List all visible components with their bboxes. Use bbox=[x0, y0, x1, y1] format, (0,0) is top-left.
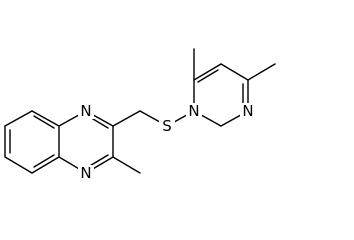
atom-n3-pyrimidine: N bbox=[242, 102, 253, 120]
atom-sulfur: S bbox=[162, 117, 172, 135]
chemical-structure-diagram: N N S N N bbox=[4, 48, 276, 182]
bonds bbox=[4, 48, 276, 174]
bond bbox=[220, 63, 249, 81]
bond bbox=[33, 154, 55, 168]
bond bbox=[33, 115, 55, 129]
bond bbox=[247, 63, 276, 81]
bond bbox=[31, 156, 60, 174]
bond bbox=[193, 63, 222, 81]
bond bbox=[112, 156, 141, 174]
atom-n1-quinoxaline: N bbox=[80, 102, 91, 120]
bond bbox=[197, 69, 219, 83]
atom-n1-pyrimidine: N bbox=[188, 102, 199, 120]
bond bbox=[31, 110, 60, 127]
bond bbox=[4, 110, 33, 127]
bond bbox=[4, 156, 33, 174]
atom-n4-quinoxaline: N bbox=[80, 164, 91, 182]
atom-labels: N N S N N bbox=[78, 102, 256, 182]
bond bbox=[112, 110, 141, 127]
